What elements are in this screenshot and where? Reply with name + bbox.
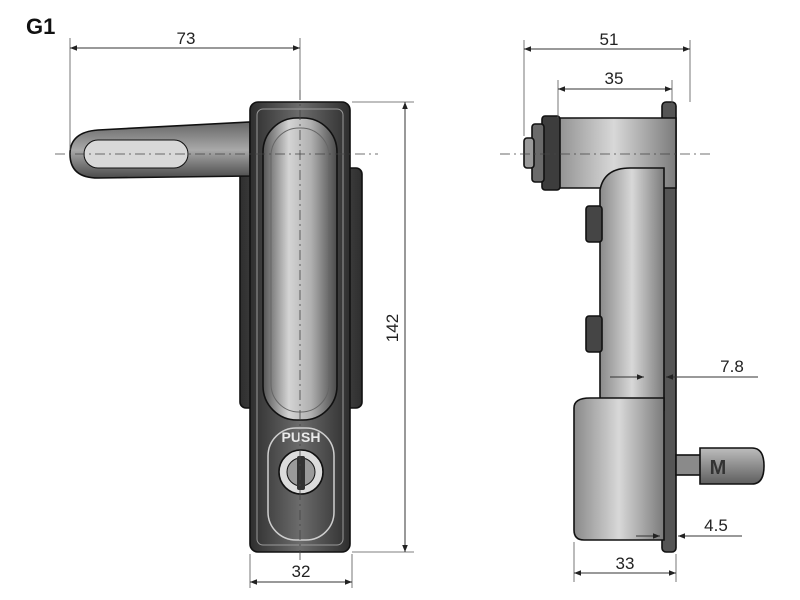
dim-33-label: 33: [616, 554, 635, 573]
side-key-mark: M: [710, 457, 727, 479]
side-handle-housing: [599, 167, 665, 411]
front-dimensions: 73 142 32: [69, 29, 414, 588]
dim-7-8-label: 7.8: [720, 357, 744, 376]
side-mount-nut-lower: [585, 315, 603, 353]
front-lock-housing: [267, 427, 335, 541]
side-view: M: [500, 101, 765, 553]
figure-label: G1: [26, 14, 56, 39]
front-key-slot: [297, 456, 305, 490]
dim-142-label: 142: [383, 314, 402, 342]
side-shaft-tip: [523, 137, 535, 169]
dim-73-label: 73: [177, 29, 196, 48]
side-dimensions: 51 35 7.8 4.5 33: [523, 30, 758, 582]
side-lock-body: [573, 397, 665, 541]
side-key-shank: [675, 454, 703, 476]
side-key-head: [699, 447, 765, 485]
dim-51-label: 51: [600, 30, 619, 49]
front-view: PUSH: [55, 90, 378, 560]
dim-4-5-label: 4.5: [704, 516, 728, 535]
side-mount-nut-upper: [585, 205, 603, 243]
dim-32-label: 32: [292, 562, 311, 581]
push-label: PUSH: [282, 429, 321, 445]
dim-35-label: 35: [605, 69, 624, 88]
